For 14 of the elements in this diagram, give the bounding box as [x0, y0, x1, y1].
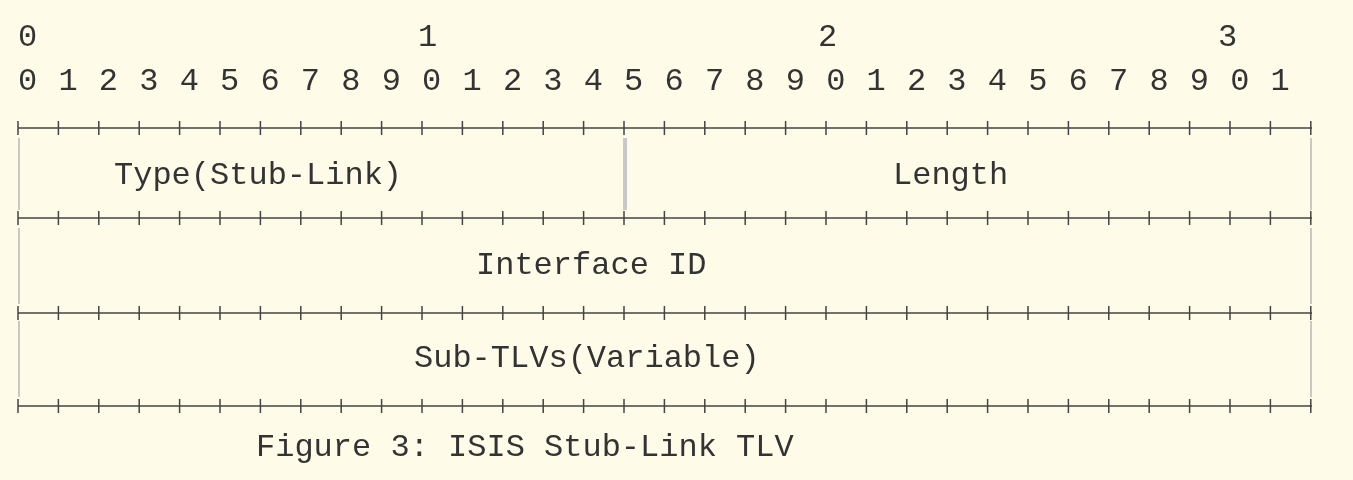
field-name: Length — [893, 158, 1009, 194]
bit-tens-digit: 3 — [1218, 20, 1238, 56]
bit-tens-digit: 1 — [418, 20, 438, 56]
figure-caption: Figure 3: ISIS Stub-Link TLV — [256, 430, 794, 466]
field-box — [18, 228, 1312, 304]
field-name: Type(Stub-Link) — [114, 158, 403, 194]
field-name: Sub-TLVs(Variable) — [414, 341, 760, 377]
field-name: Interface ID — [476, 248, 707, 284]
bit-number-ruler: 0 1 2 3 4 5 6 7 8 9 0 1 2 3 4 5 6 7 8 9 0 1 2 3 4 5 6 7 8 9 0 1 — [18, 64, 1291, 100]
field-box — [625, 138, 1312, 210]
bit-tens-digit: 0 — [18, 20, 38, 56]
field-box — [18, 138, 625, 210]
field-box — [18, 321, 1312, 397]
bit-tens-digit: 2 — [818, 20, 838, 56]
